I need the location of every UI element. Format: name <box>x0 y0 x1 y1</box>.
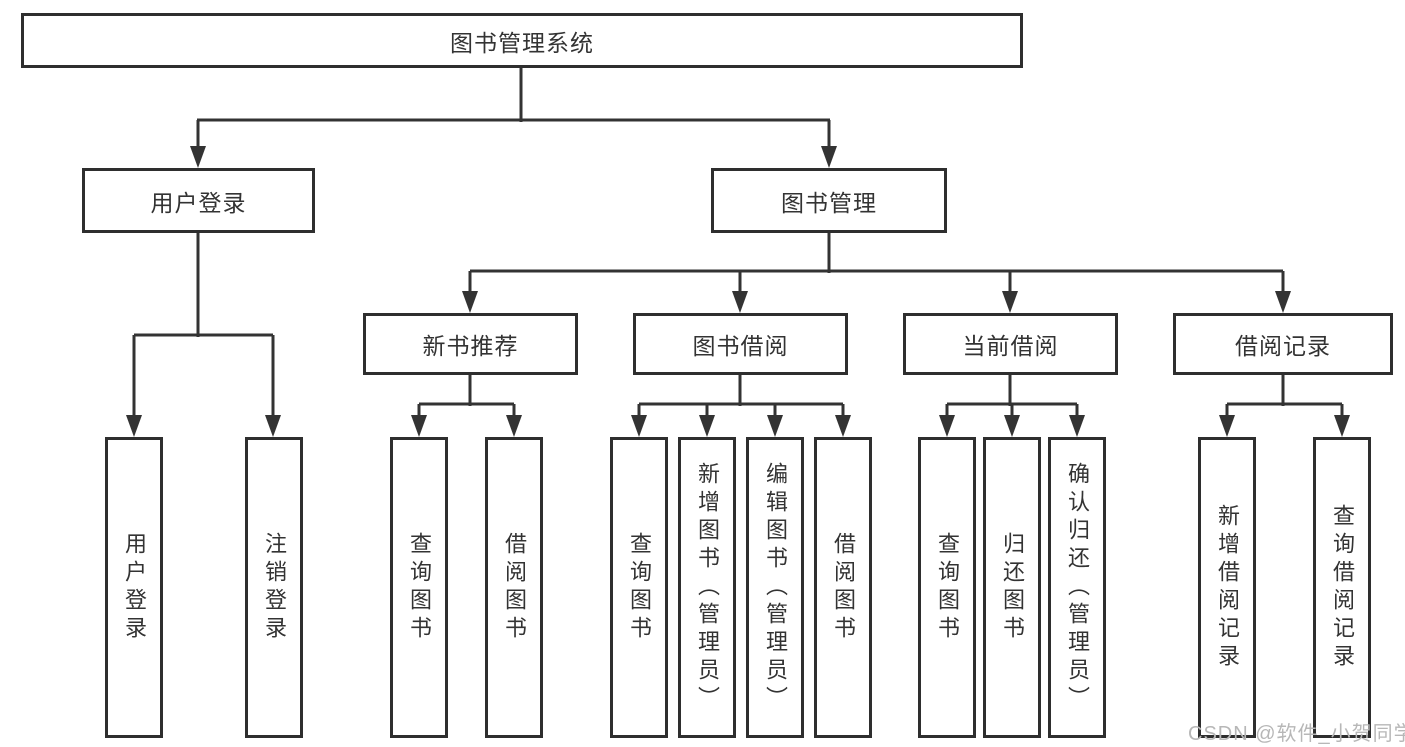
connector-userlogin-to-leaves <box>132 232 275 420</box>
book-management-node: 图书管理 <box>711 168 947 233</box>
borrow-records-node: 借阅记录 <box>1173 313 1393 375</box>
query-books-leaf-current: 查询图书 <box>918 437 976 738</box>
arrow-down-icon <box>939 415 955 437</box>
confirm-return-admin-leaf: 确认归还（管理员） <box>1048 437 1106 738</box>
arrow-down-icon <box>411 415 427 437</box>
user-login-leaf: 用户登录 <box>105 437 163 738</box>
arrow-down-icon <box>506 415 522 437</box>
arrow-down-icon <box>1002 291 1018 313</box>
connector-currentborrow-to-leaves <box>945 375 1079 420</box>
borrow-books-leaf-borrow: 借阅图书 <box>814 437 872 738</box>
csdn-watermark: CSDN @软件_小贺同学 <box>1188 723 1405 745</box>
user-login-node: 用户登录 <box>82 168 315 233</box>
add-books-admin-leaf: 新增图书（管理员） <box>678 437 736 738</box>
query-books-leaf-newrec: 查询图书 <box>390 437 448 738</box>
arrow-down-icon <box>190 146 206 168</box>
borrow-books-leaf-newrec: 借阅图书 <box>485 437 543 738</box>
connector-records-to-leaves <box>1225 375 1344 420</box>
connector-root-to-level2 <box>196 68 831 150</box>
arrow-down-icon <box>1069 415 1085 437</box>
root-node-library-system: 图书管理系统 <box>21 13 1023 68</box>
arrow-down-icon <box>699 415 715 437</box>
arrow-down-icon <box>732 291 748 313</box>
arrow-down-icon <box>1275 291 1291 313</box>
add-borrow-record-leaf: 新增借阅记录 <box>1198 437 1256 738</box>
current-borrow-node: 当前借阅 <box>903 313 1118 375</box>
arrow-down-icon <box>835 415 851 437</box>
arrow-down-icon <box>821 146 837 168</box>
logout-leaf: 注销登录 <box>245 437 303 738</box>
book-borrow-node: 图书借阅 <box>633 313 848 375</box>
arrow-down-icon <box>126 415 142 437</box>
arrow-down-icon <box>462 291 478 313</box>
arrow-down-icon <box>767 415 783 437</box>
arrow-down-icon <box>1004 415 1020 437</box>
connector-bookmgmt-to-level3 <box>468 232 1285 295</box>
query-books-leaf-borrow: 查询图书 <box>610 437 668 738</box>
arrow-down-icon <box>1219 415 1235 437</box>
connector-newbook-to-leaves <box>417 375 516 420</box>
query-borrow-record-leaf: 查询借阅记录 <box>1313 437 1371 738</box>
arrow-down-icon <box>265 415 281 437</box>
arrow-down-icon <box>631 415 647 437</box>
return-books-leaf: 归还图书 <box>983 437 1041 738</box>
new-book-recommend-node: 新书推荐 <box>363 313 578 375</box>
arrow-down-icon <box>1334 415 1350 437</box>
connector-bookborrow-to-leaves <box>637 375 845 420</box>
edit-books-admin-leaf: 编辑图书（管理员） <box>746 437 804 738</box>
